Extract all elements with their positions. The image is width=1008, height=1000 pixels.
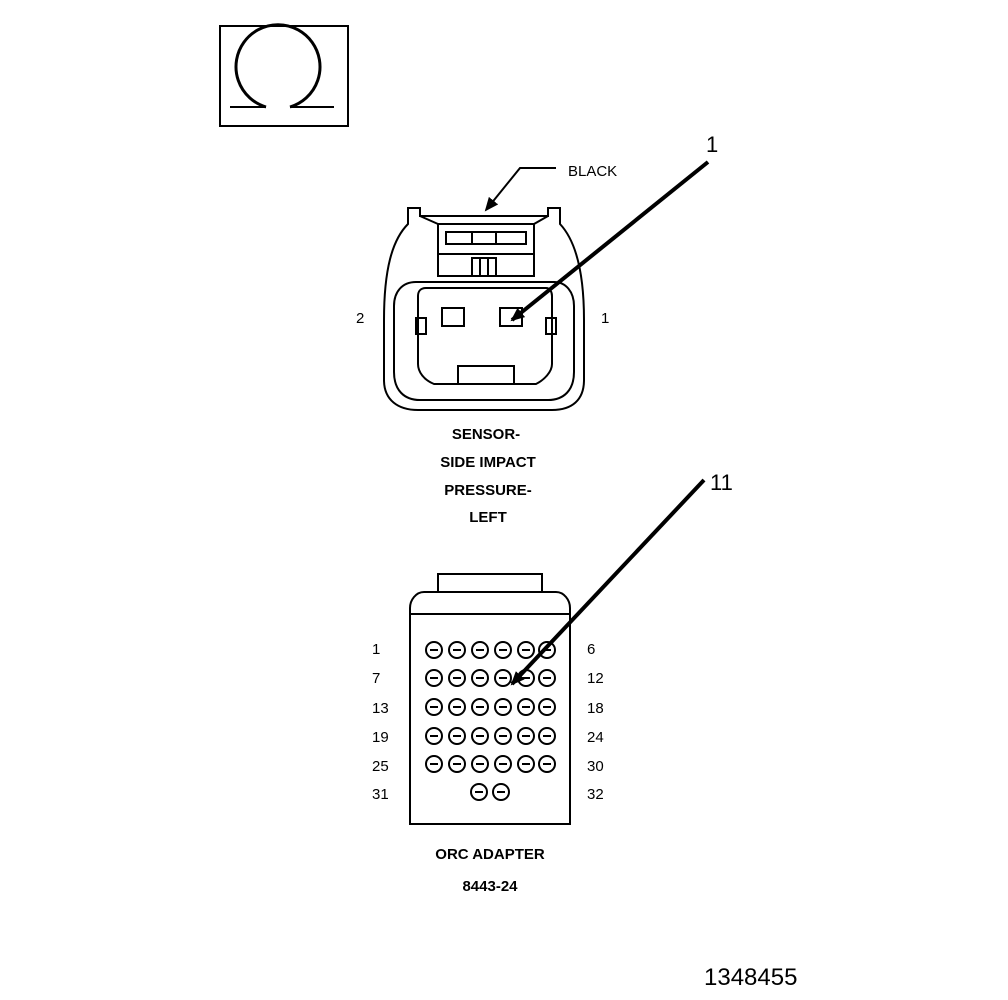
- orc-title-line-1: ORC ADAPTER: [435, 846, 545, 863]
- sensor-title-line-2: SIDE IMPACT: [440, 454, 536, 471]
- row-label-right-32: 32: [587, 786, 604, 803]
- sensor-title-line-4: LEFT: [469, 509, 507, 526]
- orc-adapter-drawing: [409, 573, 571, 825]
- row-label-left-31: 31: [372, 786, 389, 803]
- callout-1-label: 1: [706, 132, 719, 157]
- callout-11-label: 11: [710, 470, 733, 495]
- color-label-black: BLACK: [568, 163, 618, 180]
- row-label-left-13: 13: [372, 700, 389, 717]
- orc-pin-grid: [425, 641, 556, 801]
- sensor-title-line-1: SENSOR-: [451, 426, 521, 443]
- row-label-right-18: 18: [587, 700, 604, 717]
- row-label-left-19: 19: [372, 729, 389, 746]
- ohm-symbol-box: [219, 23, 349, 127]
- row-label-right-30: 30: [587, 758, 604, 775]
- pin-label-2: 2: [356, 310, 365, 327]
- row-label-left-25: 25: [372, 758, 389, 775]
- row-label-left-1: 1: [372, 641, 381, 658]
- callout-1-arrow: [510, 160, 710, 322]
- black-color-leader: [484, 167, 556, 212]
- document-number: 1348455: [704, 964, 798, 991]
- orc-title-line-2: 8443-24: [462, 878, 518, 895]
- callout-11-arrow: [510, 478, 706, 686]
- ohm-icon: [230, 23, 334, 109]
- sensor-title-line-3: PRESSURE-: [444, 482, 532, 499]
- row-label-right-24: 24: [587, 729, 604, 746]
- sensor-connector-drawing: [383, 207, 585, 411]
- pin-label-1: 1: [601, 310, 610, 327]
- row-label-right-12: 12: [587, 670, 604, 687]
- row-label-left-7: 7: [372, 670, 381, 687]
- row-label-right-6: 6: [587, 641, 596, 658]
